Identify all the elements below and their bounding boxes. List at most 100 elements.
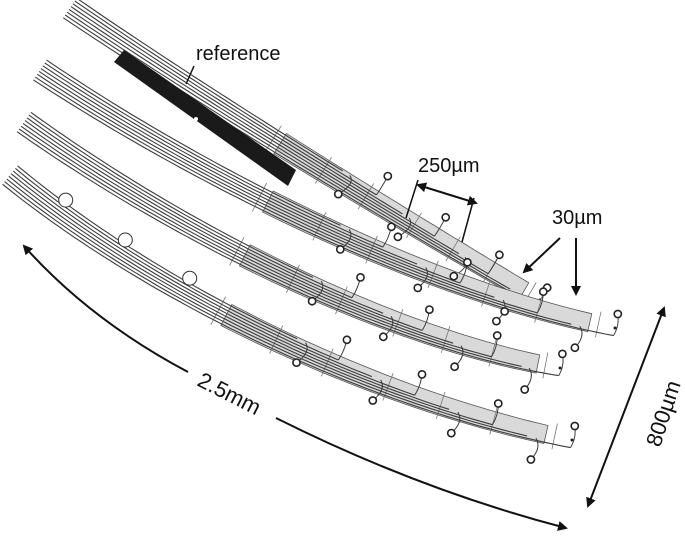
segment-divider [365,235,378,264]
trace-line [17,165,298,340]
recording-site [570,343,580,353]
segment-divider [251,182,267,212]
recording-site [335,244,345,254]
segment-divider [440,325,451,354]
trace-line [38,70,495,298]
recording-site [393,232,403,242]
pitch-tick-left [405,179,419,219]
segment-divider [335,286,348,315]
pitch-dimension-arrow [416,182,478,206]
site-arrow-1 [522,237,561,274]
reference-electrode [114,50,296,186]
trace-line [44,62,384,248]
length-dimension-arc-left [22,244,189,373]
trace-line [40,68,461,284]
segment-divider [488,340,497,367]
trace-line [66,11,489,275]
trace-line [46,59,341,226]
recording-site [378,332,388,342]
trace-line [20,125,492,358]
anchor-hole [58,192,74,208]
recording-site [491,316,501,326]
width-label: 800µm [641,377,685,449]
recording-site [424,305,434,314]
reference-leader-line [185,65,195,85]
recording-site [558,349,567,359]
segment-divider [445,236,461,262]
shank-fill [220,303,549,444]
anchor-holes [58,192,198,286]
length-label: 2.5mm [194,367,265,420]
recording-site [500,306,509,316]
trace-line [36,73,538,314]
recording-site [446,428,456,438]
reference-via [194,117,198,121]
recording-site [613,309,623,319]
trace-line [12,170,373,378]
trace-line [8,175,450,410]
trace-line [33,79,614,337]
recording-site [570,421,580,431]
recording-site [441,212,451,222]
segment-divider [481,279,491,307]
recording-site [538,287,548,297]
anchor-hole [182,270,198,286]
segment-divider [427,260,439,289]
recording-site [413,283,423,293]
site-size-label: 30µm [552,207,602,229]
pitch-label: 250µm [418,155,480,177]
recording-site [494,250,504,260]
recording-site [292,358,301,367]
trace-line [18,128,522,367]
trace-line [78,0,343,172]
recording-site [449,271,459,281]
trace-line [2,183,571,449]
segment-divider [595,311,602,338]
trace-line [24,120,423,331]
shank-tip [570,438,574,442]
recording-site [307,296,317,306]
shank-fill [238,244,541,374]
shank-tip [613,326,617,330]
trace-line [28,114,353,299]
shank-3 [16,111,564,390]
trace-line [16,131,559,377]
recording-site [383,171,393,181]
reference-label: reference [196,43,281,65]
segment-divider [392,309,404,337]
recording-sites [292,171,623,464]
segment-divider [314,156,332,184]
segment-divider [406,212,422,239]
length-dimension-arc-right [275,417,568,531]
trace-line [4,181,528,437]
recording-site [368,396,378,405]
recording-site [450,362,459,372]
recording-site [342,335,352,345]
recording-site [356,272,365,282]
trace-line [22,122,454,344]
trace-line [26,117,384,314]
recording-site [520,385,530,394]
shank-2 [33,59,619,349]
recording-site [386,222,396,232]
probe-shanks [2,0,619,460]
width-dimension-arrow [586,306,666,508]
segment-divider [542,352,549,379]
trace-line [10,173,415,396]
trace-line [42,65,418,265]
segment-divider [551,423,558,450]
segment-divider [357,183,375,210]
segment-divider [489,407,498,435]
shank-tip [558,366,562,370]
recording-site [492,331,502,340]
segment-divider [534,296,543,323]
anchor-hole [117,232,133,248]
recording-site [417,369,427,379]
pitch-tick-right [461,197,475,243]
recording-site [493,399,503,408]
trace-line [30,111,314,278]
recording-site [526,455,536,464]
recording-site [462,257,472,267]
trace-line [6,178,493,426]
trace-line [34,76,572,325]
